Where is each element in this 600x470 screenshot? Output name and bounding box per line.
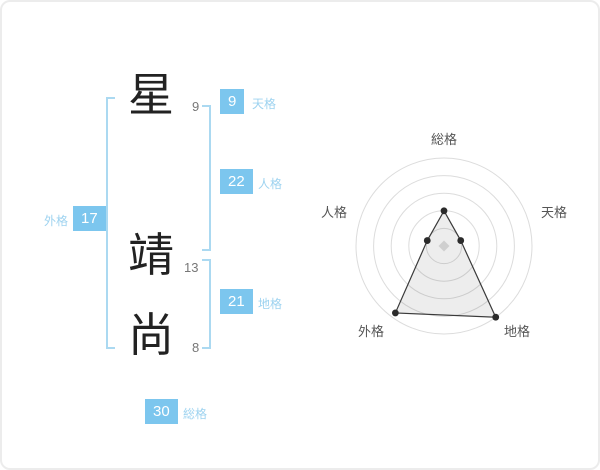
radar-ring <box>390 192 498 300</box>
radar-data-polygon <box>394 209 497 318</box>
radar-vertex-dot <box>457 237 465 244</box>
tenkaku-label: 天格 <box>252 97 277 111</box>
radar-axis-label: 外格 <box>358 324 384 339</box>
stroke-count-1: 9 <box>192 99 200 114</box>
radar-axis-label: 天格 <box>541 205 567 220</box>
gaikaku-value-box: 17 <box>73 206 106 231</box>
radar-vertex-dot <box>391 309 399 317</box>
name-char-3: 尚 <box>128 308 174 362</box>
jinkaku-label: 人格 <box>258 177 283 191</box>
gaikaku-bracket <box>106 97 115 349</box>
radar-axis-label: 人格 <box>321 205 347 220</box>
radar-axis-label: 地格 <box>504 324 530 339</box>
radar-ring <box>425 227 463 265</box>
stroke-count-3: 8 <box>192 340 200 355</box>
name-char-2: 靖 <box>128 228 174 282</box>
chikaku-bracket <box>202 259 211 349</box>
chikaku-value-box: 21 <box>220 289 253 314</box>
jinkaku-value-box: 22 <box>220 169 253 194</box>
radar-axis-label: 総格 <box>431 132 457 147</box>
radar-vertex-dot <box>492 313 500 321</box>
radar-ring <box>355 157 533 335</box>
soukaku-value-box: 30 <box>145 399 178 424</box>
name-char-1: 星 <box>128 68 174 122</box>
jinkaku-bracket <box>202 105 211 251</box>
tenkaku-value-box: 9 <box>220 89 245 114</box>
radar-vertex-dot <box>440 207 448 215</box>
radar-center-diamond-icon <box>438 240 450 252</box>
radar-chart: 総格天格地格 外格 人格 <box>314 122 574 372</box>
gaikaku-label: 外格 <box>44 214 69 228</box>
stroke-count-2: 13 <box>184 260 199 275</box>
radar-vertex-dot <box>423 237 431 244</box>
radar-ring <box>373 175 515 317</box>
chikaku-label: 地格 <box>258 297 283 311</box>
soukaku-label: 総格 <box>183 407 208 421</box>
